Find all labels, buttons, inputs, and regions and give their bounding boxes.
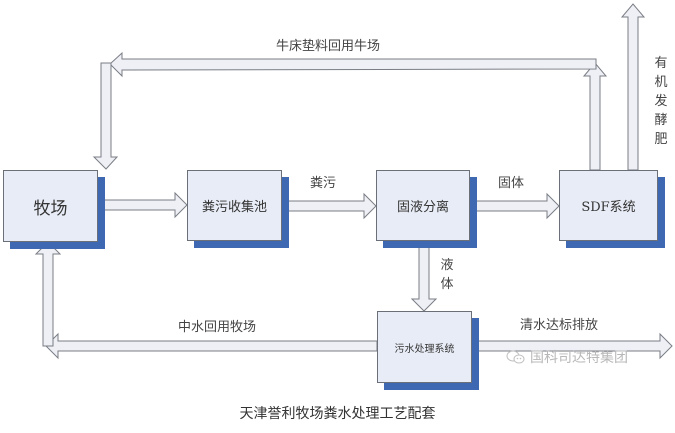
node-sdf-label: SDF系统 <box>581 200 636 215</box>
node-separator-label: 固液分离 <box>396 200 449 215</box>
label-clean-discharge: 清水达标排放 <box>520 318 599 333</box>
figure-caption: 天津誉利牧场粪水处理工艺配套 <box>239 406 436 422</box>
arrow-reclaimed-up-to-farm <box>34 241 62 347</box>
arrow-clean-discharge <box>471 332 673 360</box>
node-sdf[interactable]: SDF系统 <box>559 170 658 241</box>
node-wastewater[interactable]: 污水处理系统 <box>377 311 472 383</box>
arrow-reclaimed-horizontal <box>45 332 378 360</box>
node-manure-pool[interactable]: 粪污收集池 <box>187 170 282 241</box>
arrow-separator-to-sdf <box>469 192 560 220</box>
wechat-icon <box>506 350 525 364</box>
arrow-farm-to-pool <box>97 191 188 219</box>
arrow-bedding-return-down <box>92 62 119 170</box>
label-organic-fertilizer: 有机发酵肥 <box>654 56 668 147</box>
label-bedding-return: 牛床垫料回用牛场 <box>276 39 381 54</box>
node-manure-pool-label: 粪污收集池 <box>201 200 267 215</box>
arrow-pool-to-separator <box>281 192 377 220</box>
node-wastewater-label: 污水处理系统 <box>394 343 455 355</box>
arrow-separator-to-wastewater <box>410 240 438 312</box>
arrow-sdf-up-to-return <box>582 62 608 171</box>
watermark-text: 国科司达特集团 <box>530 350 628 366</box>
node-farm[interactable]: 牧场 <box>3 170 98 242</box>
label-reclaimed-water: 中水回用牧场 <box>178 320 257 335</box>
label-liquid: 液体 <box>440 258 454 292</box>
label-manure: 粪污 <box>310 176 337 191</box>
watermark: 国科司达特集团 <box>506 347 628 367</box>
label-solid: 固体 <box>498 176 525 191</box>
node-farm-label: 牧场 <box>33 198 68 219</box>
node-separator[interactable]: 固液分离 <box>376 170 470 241</box>
arrow-organic-fertilizer-up <box>620 3 646 171</box>
arrow-bedding-return-horizontal <box>109 51 597 78</box>
